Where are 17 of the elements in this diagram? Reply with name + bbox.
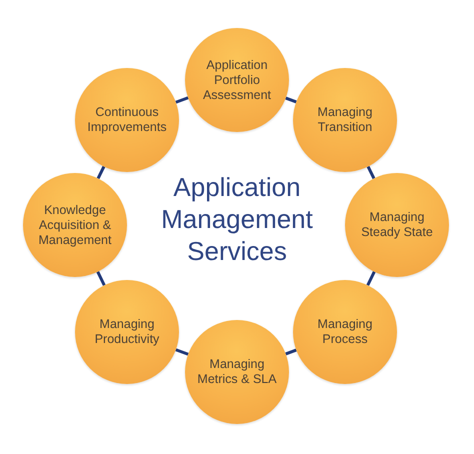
connector-line <box>96 166 106 180</box>
connector-line <box>366 166 376 180</box>
center-title: Application Management Services <box>160 172 314 268</box>
node-label: Managing Productivity <box>94 317 160 347</box>
node-label: Continuous Improvements <box>86 105 168 135</box>
connector-line <box>175 96 189 104</box>
node-label: Managing Metrics & SLA <box>196 357 278 387</box>
node-label: Managing Steady State <box>360 210 434 240</box>
connector-line <box>96 271 106 286</box>
node-label: Application Portfolio Assessment <box>202 58 272 102</box>
connector-line <box>175 348 189 356</box>
connector-line <box>285 96 297 104</box>
node-label: Knowledge Acquisition & Management <box>38 202 112 248</box>
node-label: Managing Process <box>316 317 374 347</box>
node-label: Managing Transition <box>316 105 374 135</box>
connector-line <box>285 348 297 356</box>
connector-line <box>366 271 376 286</box>
